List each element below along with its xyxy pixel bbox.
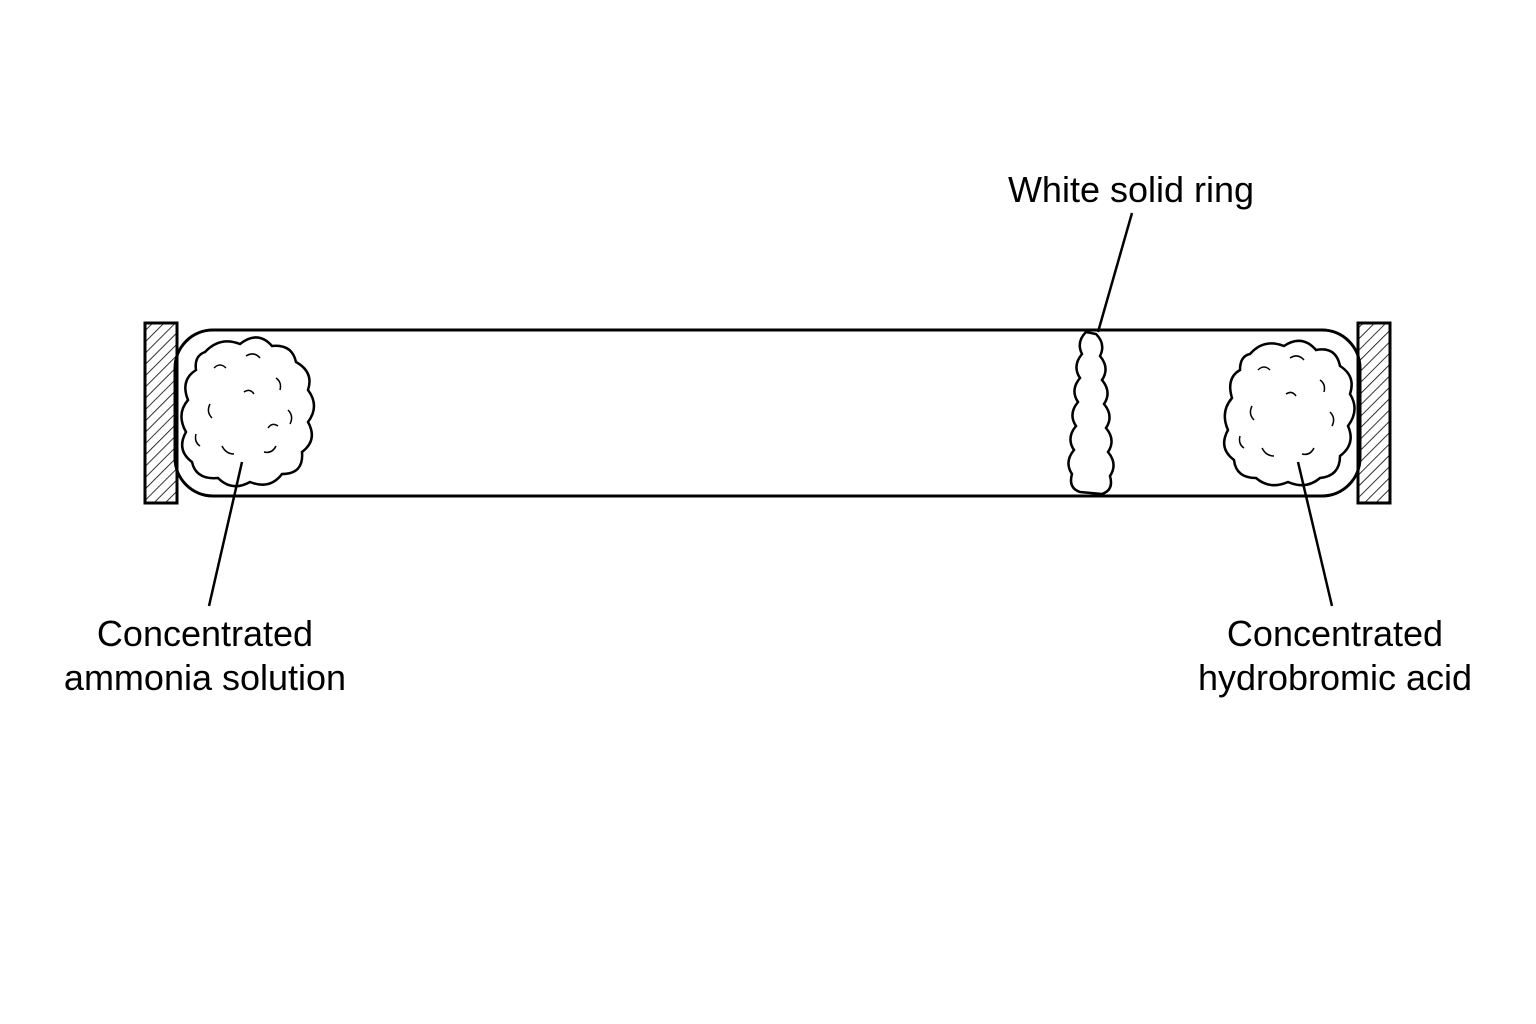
white-solid-ring [1067,330,1115,496]
ring-label: White solid ring [1008,168,1254,212]
left-label-line2: ammonia solution [63,657,347,698]
right-leader-line [1296,461,1334,607]
right-label-line1: Concentrated [1226,613,1444,654]
right-cotton-wool [1222,339,1356,487]
right-stopper [1356,321,1392,505]
right-reagent-label: Concentrated hydrobromic acid [1198,612,1472,700]
left-leader-line [207,461,244,607]
right-label-line2: hydrobromic acid [1197,657,1473,698]
glass-tube [173,328,1362,498]
left-cotton-wool [180,336,316,488]
left-stopper [143,321,179,505]
left-label-line1: Concentrated [96,613,314,654]
ring-label-text: White solid ring [1007,169,1255,210]
left-reagent-label: Concentrated ammonia solution [64,612,346,700]
ring-leader-line [1096,212,1134,333]
